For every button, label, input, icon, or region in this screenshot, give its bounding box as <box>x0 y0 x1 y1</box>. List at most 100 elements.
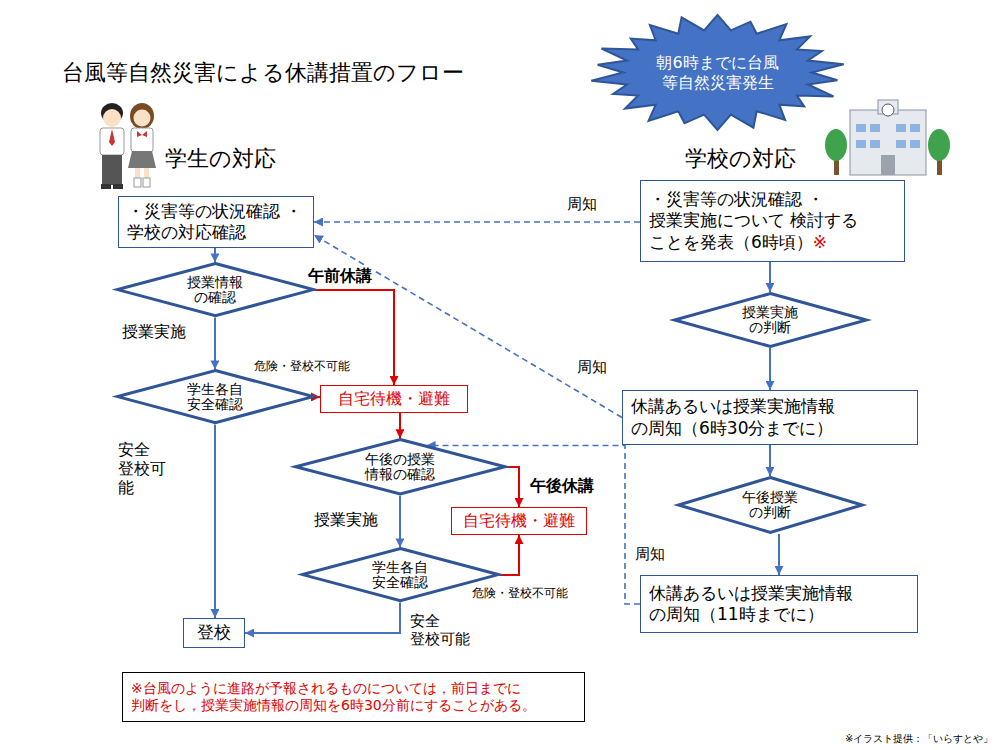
girl-hair <box>130 103 154 129</box>
school-door <box>881 155 895 175</box>
node-text: 授業情報 の確認 <box>175 275 255 306</box>
node-label: 登校 <box>197 622 231 642</box>
node-label: 授業実施 の判断 <box>742 304 798 335</box>
boy-tie <box>109 129 115 146</box>
node-text: 自宅待機・避難 <box>463 511 575 531</box>
node-content: 授業実施 の判断 <box>673 292 868 348</box>
edge-label: 危険・登校不可能 <box>470 586 570 600</box>
standby-box: 自宅待機・避難 <box>451 507 587 535</box>
node-content: 登校 <box>184 619 244 647</box>
decision-diamond: 午後の授業 情報の確認 <box>294 438 507 495</box>
node-text: 学生各自 安全確認 <box>175 382 255 413</box>
node-text: 登校 <box>197 622 231 643</box>
decision-diamond: 午後授業 の判断 <box>677 476 864 534</box>
windows <box>856 124 920 148</box>
boy-shoe <box>113 184 123 189</box>
flow-arrow <box>499 535 519 575</box>
node-content: 休講あるいは授業実施情報 の周知（6時30分までに） <box>623 391 917 444</box>
flow-arrow <box>506 467 519 507</box>
flow-arrow <box>214 248 216 262</box>
students-illustration <box>100 103 156 189</box>
edge-label: 周知 <box>633 545 667 563</box>
node-content: ・災害等の状況確認 ・学校の対応確認 <box>119 197 313 247</box>
notice-connector <box>314 221 640 223</box>
girl-shirt <box>131 128 153 152</box>
node-label: 休講あるいは授業実施情報 の周知（11時までに） <box>649 583 853 624</box>
girl-sock <box>143 178 150 187</box>
flow-arrow <box>769 445 771 476</box>
node-text: 授業実施 の判断 <box>730 305 810 336</box>
boy-pants <box>102 155 122 185</box>
flow-arrow <box>769 262 771 292</box>
edge-label: 危険・登校不可能 <box>252 359 352 373</box>
node-content: 授業情報 の確認 <box>116 262 315 317</box>
flow-arrow <box>214 318 216 370</box>
node-content: 自宅待機・避難 <box>452 508 586 534</box>
girl-sock <box>134 178 141 187</box>
node-text: 学生各自 安全確認 <box>360 560 440 591</box>
edge-label: 安全 登校可能 <box>116 440 182 498</box>
node-content: 学生各自 安全確認 <box>116 369 315 424</box>
tree <box>825 129 847 161</box>
decision-diamond: 授業情報 の確認 <box>116 262 315 317</box>
diamond-shape <box>678 478 862 533</box>
node-text: 朝6時までに台風 等自然災害発生 <box>643 53 793 93</box>
node-label: 朝6時までに台風 等自然災害発生 <box>656 53 778 92</box>
edge-label: 安全 登校可能 <box>408 612 474 648</box>
node-text: ※台風のように進路が予報されるものについては，前日までに 判断をし，授業実施情報… <box>131 680 578 715</box>
diamond-shape <box>117 371 313 423</box>
node-text: 午後授業 の判断 <box>730 490 810 521</box>
boy-shirt <box>100 128 124 155</box>
flow-arrow <box>399 496 401 548</box>
node-label: 休講あるいは授業実施情報 の周知（6時30分までに） <box>631 396 835 437</box>
node-text: ・災害等の状況確認 ・授業実施について 検討する ことを発表（6時頃）※ <box>649 189 898 253</box>
node-label: 午後の授業 情報の確認 <box>365 451 435 482</box>
node-label: 学生各自 安全確認 <box>187 381 243 412</box>
boy-face <box>103 109 121 127</box>
node-content: 朝6時までに台風 等自然災害発生 <box>590 15 845 130</box>
edge-label: 授業実施 <box>120 322 188 341</box>
edge-label: 周知 <box>565 195 599 213</box>
edge-label: 授業実施 <box>312 510 380 529</box>
flow-arrow <box>245 603 400 633</box>
tree <box>928 129 950 161</box>
diamond-shape <box>295 440 505 494</box>
edge-label: 午前休講 <box>306 266 374 285</box>
node-text: 休講あるいは授業実施情報 の周知（11時までに） <box>649 583 863 626</box>
node-label: 学生各自 安全確認 <box>372 559 428 590</box>
node-content: 休講あるいは授業実施情報 の周知（11時までに） <box>641 576 917 632</box>
node-text: 午後の授業 情報の確認 <box>355 452 445 483</box>
node-text: ・災害等の状況確認 ・学校の対応確認 <box>127 201 307 244</box>
school-building <box>850 110 926 175</box>
decision-diamond: 授業実施 の判断 <box>673 292 868 348</box>
girl-face <box>134 110 151 127</box>
event-burst: 朝6時までに台風 等自然災害発生 <box>590 15 845 130</box>
diamond-shape <box>674 293 866 346</box>
diagram-title: 台風等自然災害による休講措置のフロー <box>62 60 464 86</box>
node-content: 自宅待機・避難 <box>321 386 467 412</box>
decision-diamond: 学生各自 安全確認 <box>116 369 315 424</box>
boy-shoe <box>101 184 111 189</box>
node-text: 自宅待機・避難 <box>338 389 450 409</box>
girl-skirt <box>128 151 156 168</box>
node-content: ※台風のように進路が予報されるものについては，前日までに 判断をし，授業実施情報… <box>123 673 584 721</box>
diamond-shape <box>117 264 313 316</box>
process-box: ・災害等の状況確認 ・学校の対応確認 <box>118 196 314 248</box>
edge-label: 午後休講 <box>528 476 596 495</box>
side-heading: 学校の対応 <box>685 146 796 172</box>
flow-arrow <box>769 348 771 390</box>
node-label: ※台風のように進路が予報されるものについては，前日までに 判断をし，授業実施情報… <box>131 680 536 714</box>
flow-arrow <box>214 425 216 618</box>
node-label: ※ <box>813 232 827 252</box>
node-content: 午後授業 の判断 <box>677 476 864 534</box>
edge-label: 周知 <box>575 358 609 376</box>
node-content: ・災害等の状況確認 ・授業実施について 検討する ことを発表（6時頃）※ <box>641 181 904 261</box>
flow-arrow <box>399 413 401 438</box>
node-label: 自宅待機・避難 <box>463 511 575 530</box>
node-text: 休講あるいは授業実施情報 の周知（6時30分までに） <box>631 396 845 439</box>
side-heading: 学生の対応 <box>165 146 276 172</box>
node-content: 午後の授業 情報の確認 <box>294 438 507 495</box>
